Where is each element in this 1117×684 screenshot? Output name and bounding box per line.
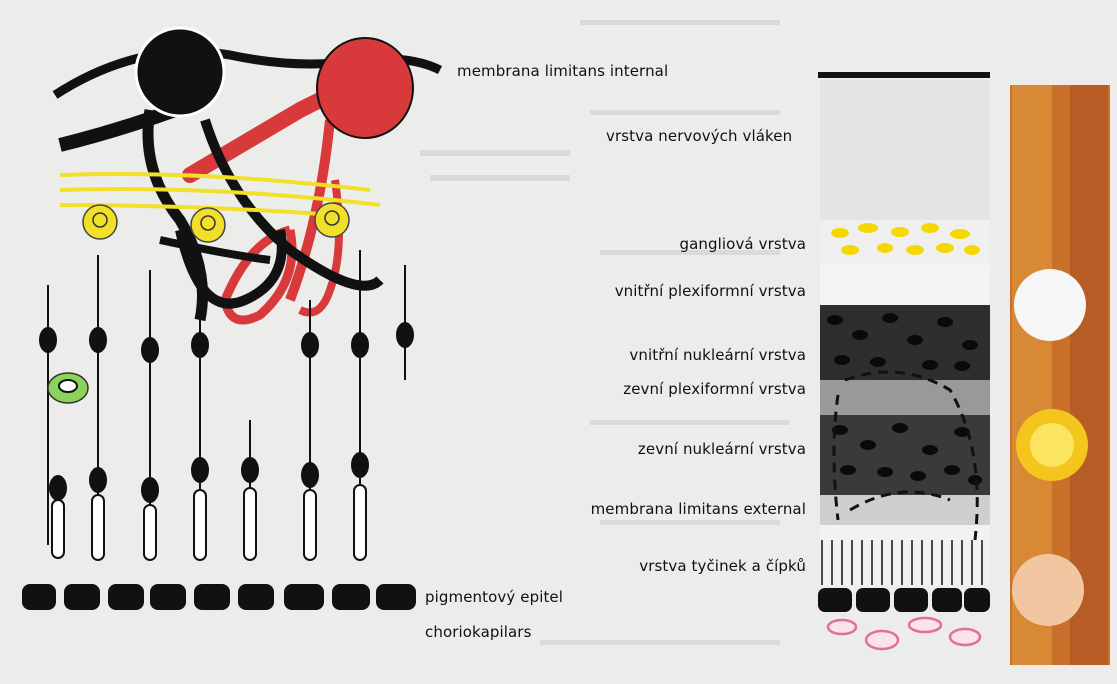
label-inner-nuclear: vnitřní nukleární vrstva bbox=[580, 346, 806, 364]
choriocapillaris-vessels bbox=[828, 618, 980, 649]
yellow-ganglion-cells bbox=[60, 174, 380, 242]
photoreceptor-outer-segments bbox=[52, 485, 366, 560]
label-rods-cones: vrstva tyčinek a čípků bbox=[580, 557, 806, 575]
histology-column bbox=[820, 80, 990, 585]
right-pigment-epithelium bbox=[818, 588, 990, 612]
stained-tissue-strip bbox=[1010, 85, 1110, 665]
label-membrana-internal: membrana limitans internal bbox=[457, 62, 668, 80]
label-inner-plexiform: vnitřní plexiformní vrstva bbox=[560, 282, 806, 300]
green-glia-cell bbox=[48, 373, 88, 403]
label-membrana-external: membrana limitans external bbox=[540, 500, 806, 518]
background-texture bbox=[420, 20, 790, 645]
label-nerve-fiber-layer: vrstva nervových vláken bbox=[606, 127, 792, 145]
label-choriocapillaris: choriokapilars bbox=[425, 623, 532, 641]
label-outer-nuclear: zevní nukleární vrstva bbox=[580, 440, 806, 458]
pigment-epithelium-cells bbox=[22, 584, 416, 610]
label-outer-plexiform: zevní plexiformní vrstva bbox=[560, 380, 806, 398]
label-pigment-epithelium: pigmentový epitel bbox=[425, 588, 563, 606]
label-ganglion-layer: gangliová vrstva bbox=[660, 235, 806, 253]
